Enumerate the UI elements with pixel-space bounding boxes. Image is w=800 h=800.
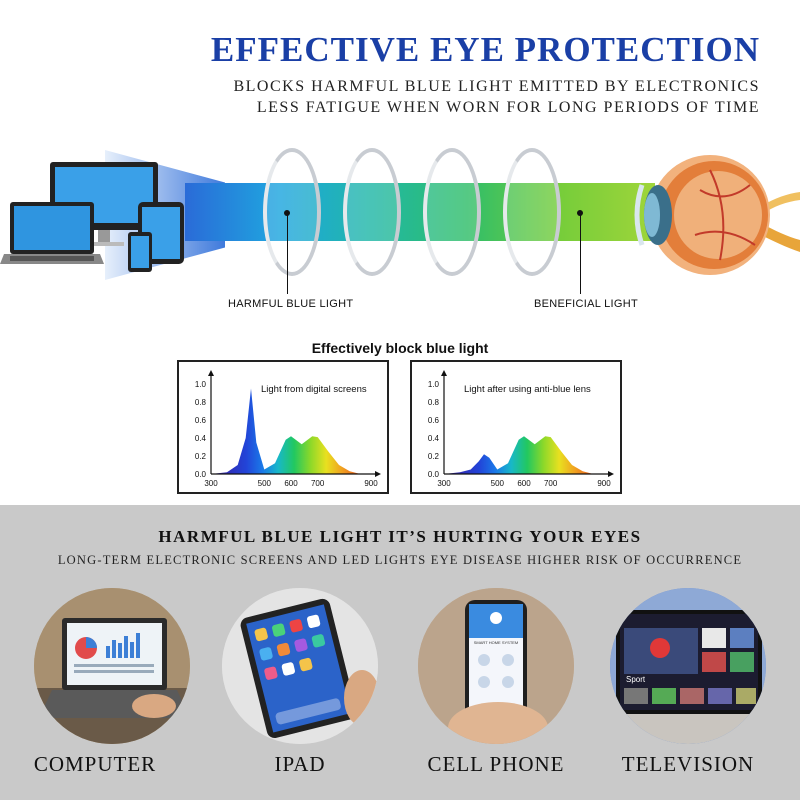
- y-tick-label: 0.0: [195, 470, 207, 479]
- phone-icon: [418, 588, 574, 744]
- y-tick-label: 0.6: [195, 416, 207, 425]
- y-tick-label: 1.0: [428, 380, 440, 389]
- chart-title: Light from digital screens: [261, 384, 367, 395]
- x-axis-arrow: [375, 471, 381, 477]
- y-tick-label: 0.4: [428, 434, 440, 443]
- tv-icon: [610, 588, 766, 744]
- eye-icon: [634, 155, 800, 275]
- x-tick-label: 600: [284, 479, 298, 488]
- y-tick-label: 0.8: [195, 398, 207, 407]
- spectrum-area: [211, 388, 371, 474]
- x-tick-label: 500: [491, 479, 505, 488]
- tablet-icon: [222, 588, 378, 744]
- harmful-leader-line: [287, 214, 288, 294]
- devices-illustration: [0, 162, 184, 272]
- beneficial-light-label: BENEFICIAL LIGHT: [534, 298, 639, 310]
- lens-1: [263, 148, 321, 276]
- lens-4: [503, 148, 561, 276]
- beneficial-leader-line: [580, 214, 581, 294]
- page-title: EFFECTIVE EYE PROTECTION: [210, 30, 760, 69]
- y-tick-label: 0.6: [428, 416, 440, 425]
- risk-subheading: LONG-TERM ELECTRONIC SCREENS AND LED LIG…: [57, 553, 743, 567]
- harmful-light-label: HARMFUL BLUE LIGHT: [228, 298, 354, 310]
- light-beam: [185, 183, 655, 241]
- phone-screen-title: SMART HOME SYSTEM: [473, 640, 519, 645]
- beneficial-marker-dot: [577, 210, 583, 216]
- y-tick-label: 0.2: [195, 452, 207, 461]
- cell-phone-photo: SMART HOME SYSTEM: [418, 588, 574, 744]
- chart-title: Light after using anti-blue lens: [464, 384, 591, 395]
- subtitle-line-2: LESS FATIGUE WHEN WORN FOR LONG PERIODS …: [256, 99, 760, 116]
- x-tick-label: 600: [517, 479, 531, 488]
- y-axis-arrow: [208, 370, 214, 376]
- harmful-marker-dot: [284, 210, 290, 216]
- spectrum-area: [444, 436, 604, 474]
- phone-icon: [128, 232, 152, 272]
- x-tick-label: 700: [311, 479, 325, 488]
- device-label-ipad: IPAD: [274, 752, 326, 776]
- tv-screen-label: Sport: [626, 675, 646, 684]
- device-label-television: TELEVISION: [621, 752, 755, 776]
- charts-title: Effectively block blue light: [311, 340, 489, 356]
- laptop-icon: [0, 202, 104, 264]
- lens-2: [343, 148, 401, 276]
- x-tick-label: 500: [258, 479, 272, 488]
- ipad-photo: [222, 588, 378, 744]
- device-label-cell-phone: CELL PHONE: [427, 752, 565, 776]
- computer-photo: [34, 588, 190, 744]
- y-tick-label: 0.2: [428, 452, 440, 461]
- x-tick-label: 900: [597, 479, 611, 488]
- y-tick-label: 0.0: [428, 470, 440, 479]
- x-tick-label: 900: [364, 479, 378, 488]
- y-axis-arrow: [441, 370, 447, 376]
- laptop-icon: [34, 588, 190, 744]
- risk-heading: HARMFUL BLUE LIGHT IT’S HURTING YOUR EYE…: [158, 527, 642, 546]
- x-tick-label: 700: [544, 479, 558, 488]
- y-tick-label: 1.0: [195, 380, 207, 389]
- lens-3: [423, 148, 481, 276]
- x-tick-label: 300: [437, 479, 451, 488]
- device-label-computer: COMPUTER: [33, 752, 157, 776]
- x-tick-label: 300: [204, 479, 218, 488]
- y-tick-label: 0.8: [428, 398, 440, 407]
- television-photo: Sport: [610, 588, 766, 744]
- x-axis-arrow: [608, 471, 614, 477]
- subtitle-line-1: BLOCKS HARMFUL BLUE LIGHT EMITTED BY ELE…: [233, 78, 760, 95]
- y-tick-label: 0.4: [195, 434, 207, 443]
